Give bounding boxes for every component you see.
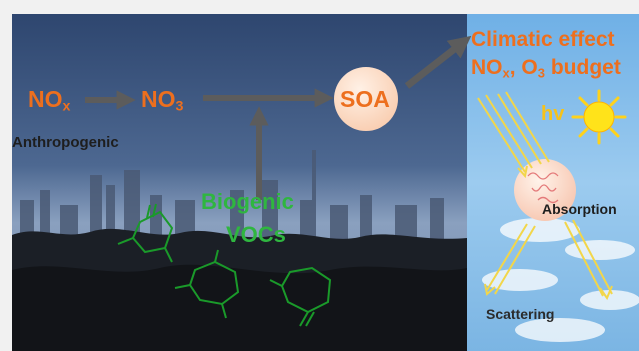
budget-label: NOx, O3 budget [471,56,621,81]
reaction-arrows [85,35,472,200]
no3-label-main: NO [141,86,176,112]
soa-circle [334,67,398,131]
no3-label: NO3 [141,86,183,114]
absorption-label: Absorption [542,201,617,217]
hv-label: hv [541,103,565,125]
budget-nox-sub: x [502,65,510,81]
anthropogenic-label: Anthropogenic [12,134,119,151]
soa-label: SOA [340,86,390,112]
light-rays [477,91,613,301]
budget-o3-sub: 3 [537,65,546,81]
sun-icon [571,89,627,145]
nox-label-main: NO [28,86,63,112]
biogenic-voc-molecules [117,203,332,327]
scattering-label: Scattering [486,306,555,322]
budget-o3-main: O [521,56,538,79]
biogenic-label: Biogenic [201,189,294,214]
climatic-effect-label: Climatic effect [471,28,615,51]
budget-suffix: budget [545,56,621,79]
nox-label: NOx [28,86,70,114]
vocs-label: VOCs [226,222,286,247]
budget-nox-main: NO [471,56,503,79]
arrow-soa-to-climate [404,35,472,89]
budget-sep: , [509,56,522,79]
no3-label-sub: 3 [175,98,184,115]
aerosol-particle [514,159,576,221]
nox-label-sub: x [62,98,71,115]
night-city-background [12,14,467,351]
